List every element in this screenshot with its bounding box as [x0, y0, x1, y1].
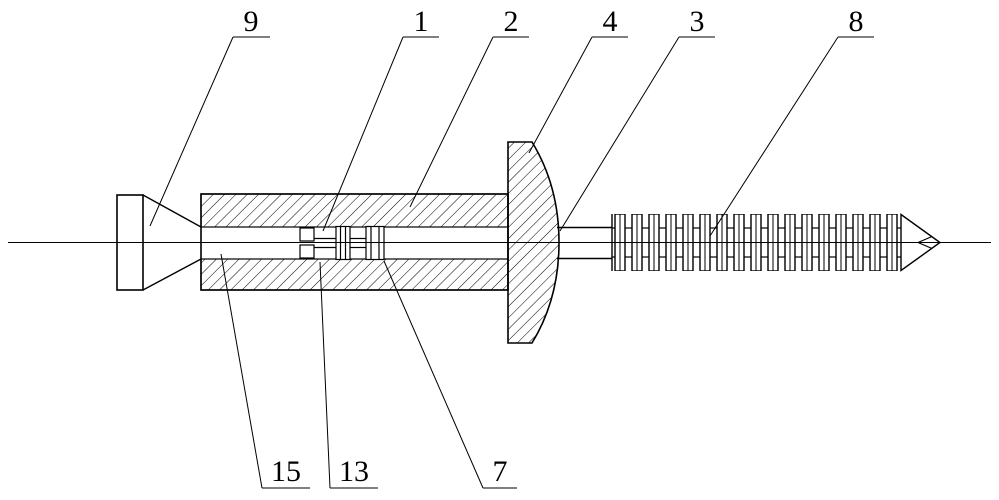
- callout-1: 1: [414, 5, 429, 38]
- countersink-cone-bottom: [142, 258, 202, 291]
- callout-8: 8: [849, 5, 864, 38]
- leader-line-9: [149, 36, 234, 227]
- leader-line-4: [528, 36, 593, 154]
- tip-chevron-lower: [917, 241, 933, 250]
- callout-15: 15: [271, 455, 301, 488]
- callout-leaders: [149, 36, 874, 489]
- tube-wall-top-hatch: [200, 193, 509, 228]
- tube-wall-bottom-hatch: [200, 258, 509, 291]
- leader-line-2: [409, 36, 494, 208]
- leader-line-13: [319, 261, 331, 489]
- callout-labels: 9 1 2 4 3 8 15 13 7: [244, 5, 864, 488]
- countersink-cone-top: [142, 194, 202, 228]
- leader-line-7: [383, 260, 484, 489]
- leader-line-3: [559, 36, 680, 232]
- tip-chevron-upper: [917, 235, 933, 244]
- callout-4: 4: [603, 5, 618, 38]
- leader-line-15: [220, 253, 263, 489]
- callout-3: 3: [690, 5, 705, 38]
- callout-9: 9: [244, 5, 259, 38]
- leader-line-1: [322, 36, 404, 232]
- callout-2: 2: [504, 5, 519, 38]
- callout-13: 13: [339, 455, 369, 488]
- leader-line-8: [709, 36, 839, 237]
- callout-7: 7: [493, 455, 508, 488]
- inner-seal-lower: [299, 244, 315, 259]
- inner-seal-upper: [299, 227, 315, 242]
- assembly-drawing: [116, 141, 942, 344]
